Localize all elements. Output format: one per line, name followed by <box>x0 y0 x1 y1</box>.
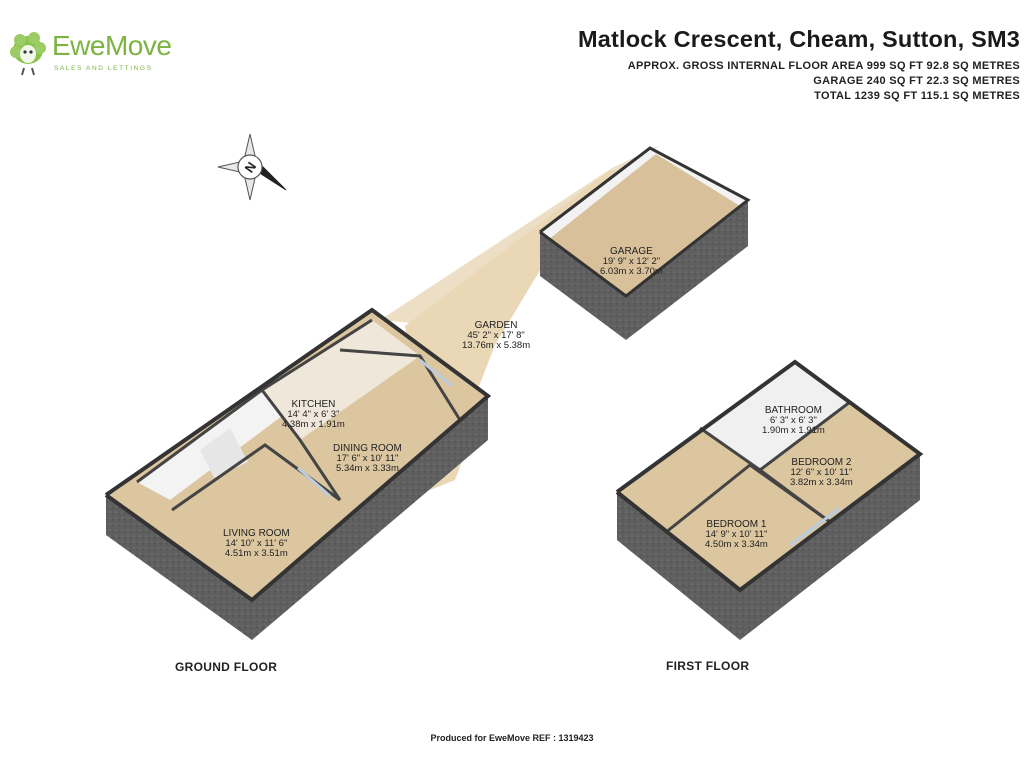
room-label-kitchen: KITCHEN 14' 4" x 6' 3" 4.38m x 1.91m <box>282 400 345 430</box>
room-label-bathroom: BATHROOM 6' 3" x 6' 3" 1.90m x 1.91m <box>762 406 825 436</box>
room-name: GARAGE <box>610 246 653 257</box>
room-metric: 1.90m x 1.91m <box>762 425 825 436</box>
room-imperial: 19' 9" x 12' 2" <box>602 256 661 267</box>
ground-floor-label: GROUND FLOOR <box>175 660 278 674</box>
room-metric: 4.38m x 1.91m <box>282 419 345 430</box>
area-line-total: TOTAL 1239 SQ FT 115.1 SQ METRES <box>814 90 1020 102</box>
room-metric: 13.76m x 5.38m <box>462 340 531 351</box>
room-label-garage: GARAGE 19' 9" x 12' 2" 6.03m x 3.70m <box>600 247 663 277</box>
room-imperial: 14' 4" x 6' 3" <box>287 409 340 420</box>
first-floor-plan <box>615 359 924 640</box>
area-line-garage: GARAGE 240 SQ FT 22.3 SQ METRES <box>813 75 1020 87</box>
room-imperial: 14' 10" x 11' 6" <box>225 538 288 549</box>
property-title: Matlock Crescent, Cheam, Sutton, SM3 <box>577 26 1020 52</box>
room-name: LIVING ROOM <box>223 528 290 539</box>
room-imperial: 17' 6" x 10' 11" <box>336 453 399 464</box>
room-label-bedroom1: BEDROOM 1 14' 9" x 10' 11" 4.50m x 3.34m <box>705 520 768 550</box>
room-name: BEDROOM 1 <box>706 519 767 530</box>
room-label-dining: DINING ROOM 17' 6" x 10' 11" 5.34m x 3.3… <box>333 444 402 474</box>
compass-icon: N <box>217 133 287 201</box>
brand-name: EweMove <box>52 30 172 61</box>
room-name: BEDROOM 2 <box>791 457 852 468</box>
brand-tagline: SALES AND LETTINGS <box>54 65 153 72</box>
room-name: KITCHEN <box>291 399 336 410</box>
room-metric: 4.50m x 3.34m <box>705 539 768 550</box>
first-floor-label: FIRST FLOOR <box>666 659 750 673</box>
room-imperial: 12' 6" x 10' 11" <box>790 467 853 478</box>
room-label-bedroom2: BEDROOM 2 12' 6" x 10' 11" 3.82m x 3.34m <box>790 458 853 488</box>
room-label-living: LIVING ROOM 14' 10" x 11' 6" 4.51m x 3.5… <box>223 529 290 559</box>
ground-floor-plan <box>104 307 492 640</box>
room-metric: 4.51m x 3.51m <box>224 548 288 559</box>
area-line-internal: APPROX. GROSS INTERNAL FLOOR AREA 999 SQ… <box>627 60 1020 72</box>
sheep-icon <box>10 32 46 76</box>
room-metric: 5.34m x 3.33m <box>336 463 399 474</box>
footer-reference: Produced for EweMove REF : 1319423 <box>430 733 594 743</box>
room-metric: 6.03m x 3.70m <box>600 266 663 277</box>
garage-block <box>539 146 751 340</box>
ewemove-logo <box>6 28 176 78</box>
room-name: BATHROOM <box>764 405 822 416</box>
room-name: DINING ROOM <box>333 443 402 454</box>
room-name: GARDEN <box>474 320 518 331</box>
room-imperial: 14' 9" x 10' 11" <box>705 529 768 540</box>
room-imperial: 45' 2" x 17' 8" <box>467 330 525 341</box>
room-label-garden: GARDEN 45' 2" x 17' 8" 13.76m x 5.38m <box>462 321 530 351</box>
room-metric: 3.82m x 3.34m <box>790 477 853 488</box>
room-imperial: 6' 3" x 6' 3" <box>770 415 817 426</box>
